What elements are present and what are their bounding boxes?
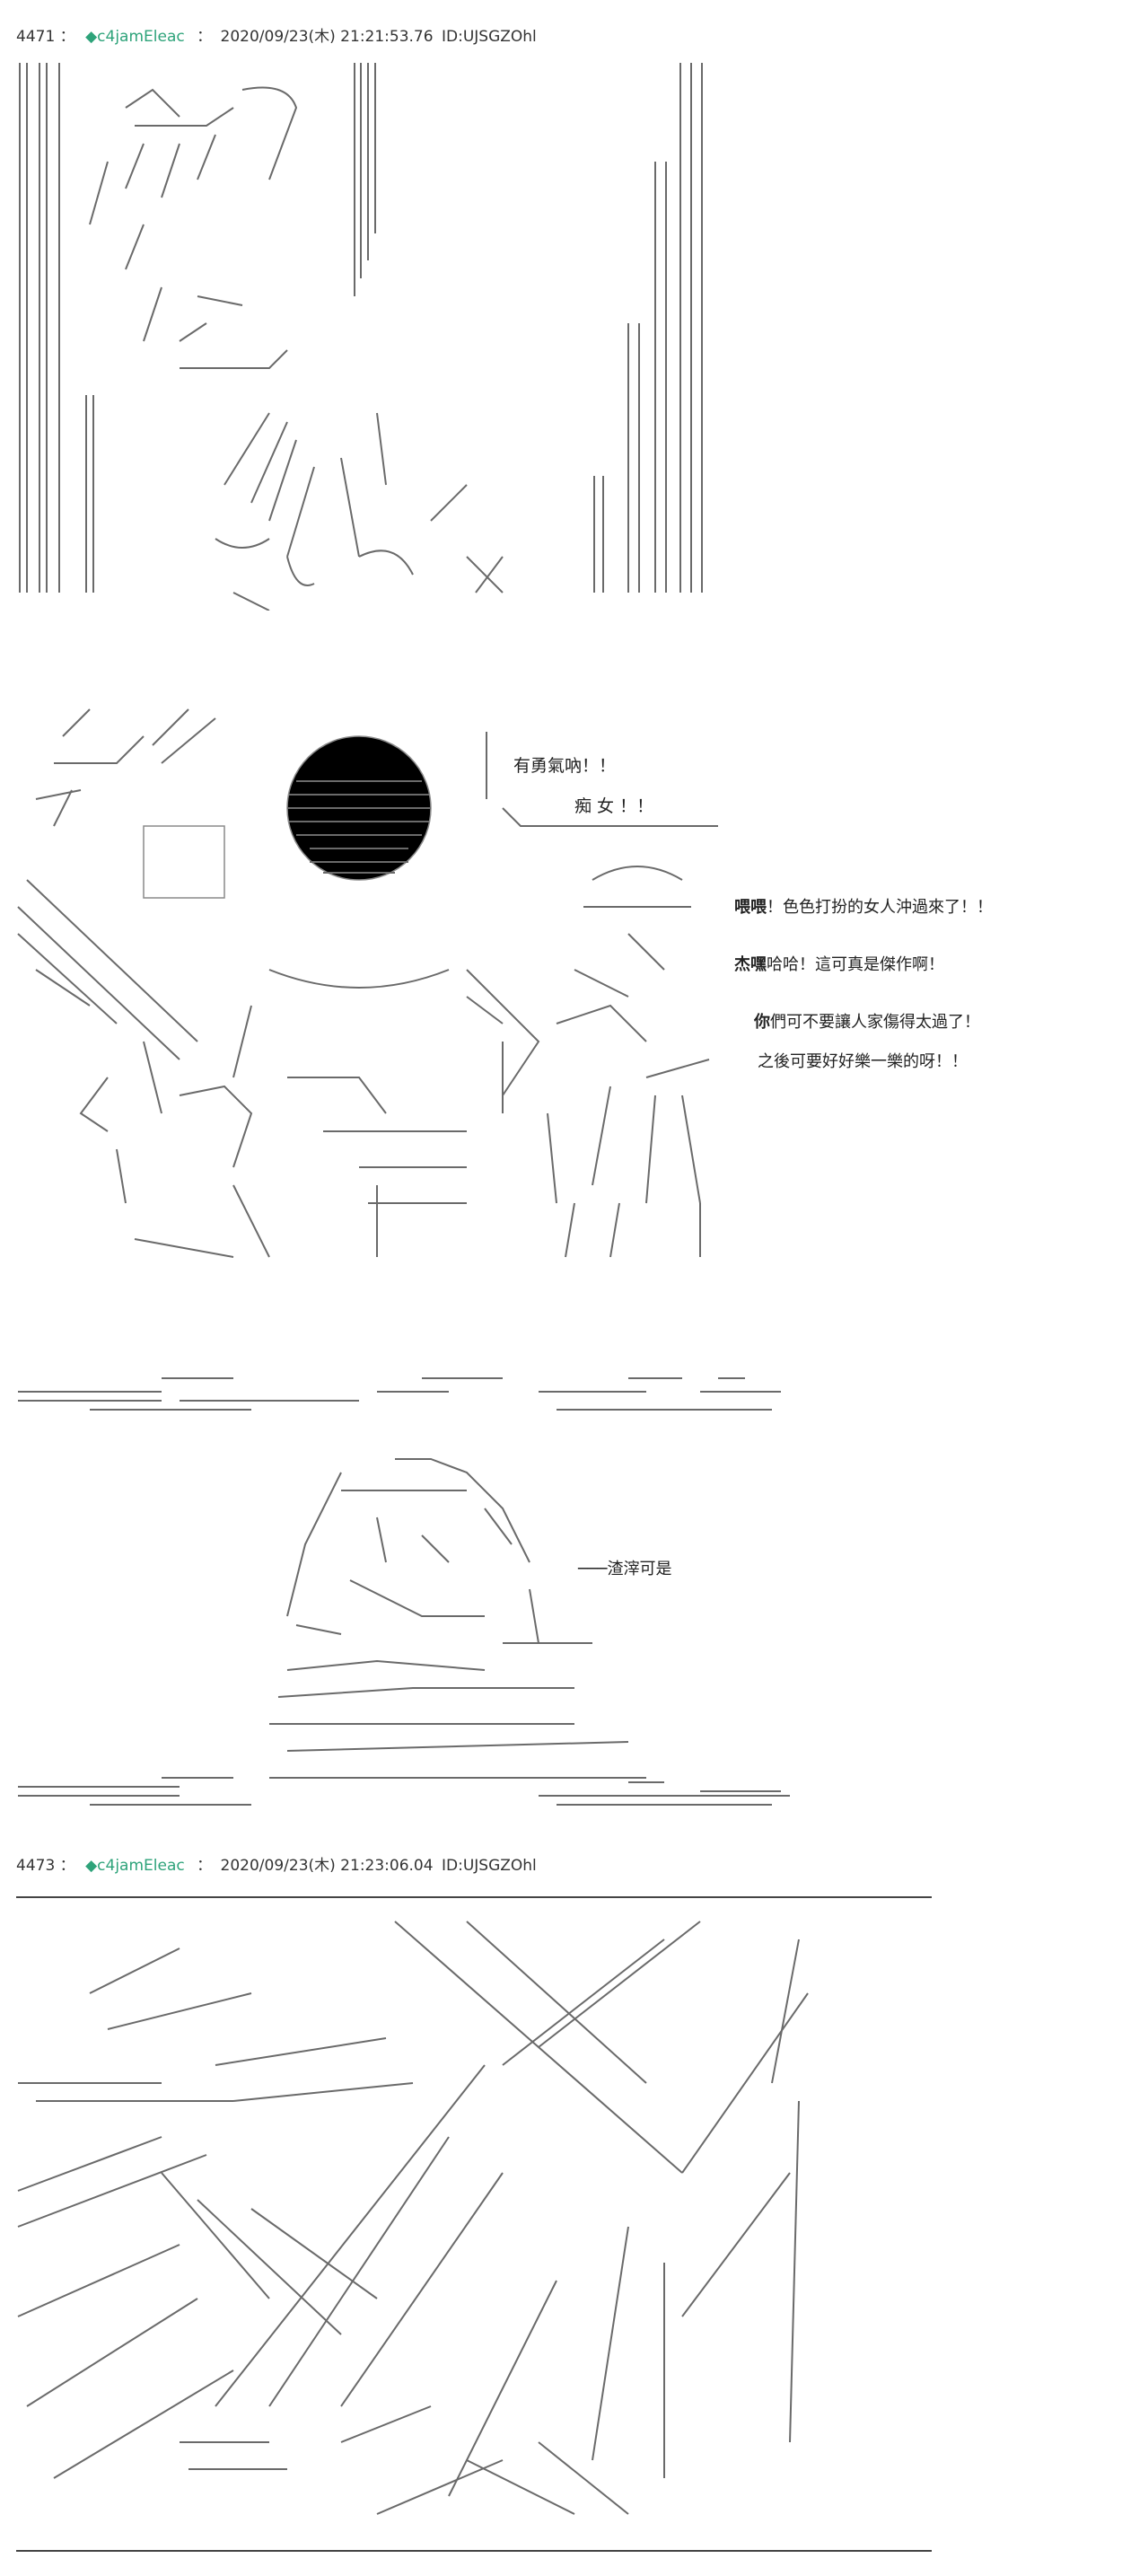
trip-diamond-icon: ◆ bbox=[85, 1857, 98, 1875]
dialogue-line-3: 你們可不要讓人家傷得太過了！ bbox=[754, 1013, 980, 1032]
post-author-link[interactable]: c4jamEleac bbox=[97, 1857, 185, 1875]
bubble-line-1: 有勇氣吶！！ bbox=[513, 756, 617, 776]
ascii-art-panel-2 bbox=[17, 708, 718, 1258]
post-datetime: 2020/09/23(木) 21:21:53.76 bbox=[220, 28, 434, 46]
divider-lines-1 bbox=[18, 1377, 781, 1411]
ascii-art-panel-3 bbox=[18, 1458, 790, 1806]
post-id: ID:UJSGZOhl bbox=[441, 28, 537, 46]
post-number: 4473 bbox=[16, 1857, 56, 1875]
post-separator: ： bbox=[197, 1857, 213, 1875]
post-datetime: 2020/09/23(木) 21:23:06.04 bbox=[220, 1857, 434, 1875]
post-separator: ： bbox=[59, 1857, 75, 1875]
post-header-1: 4471 ： ◆c4jamEleac ： 2020/09/23(木) 21:21… bbox=[16, 23, 537, 46]
dialogue-line-2: 杰嘿哈哈！這可真是傑作啊！ bbox=[734, 955, 944, 974]
ascii-art-panel-1 bbox=[19, 63, 703, 611]
bubble-line-2: 痴 女 ！！ bbox=[574, 796, 654, 816]
post-id: ID:UJSGZOhl bbox=[441, 1857, 537, 1875]
post-separator: ： bbox=[59, 28, 75, 46]
dialogue-line-4: 之後可要好好樂一樂的呀！！ bbox=[758, 1052, 968, 1071]
post-separator: ： bbox=[197, 28, 213, 46]
ascii-art-panel-4 bbox=[17, 1921, 809, 2515]
speech-text: ───渣滓可是 bbox=[578, 1560, 672, 1578]
trip-diamond-icon: ◆ bbox=[85, 28, 98, 46]
dialogue-line-1: 喂喂！色色打扮的女人沖過來了！！ bbox=[734, 898, 993, 917]
post-author-link[interactable]: c4jamEleac bbox=[97, 28, 185, 46]
post-header-2: 4473 ： ◆c4jamEleac ： 2020/09/23(木) 21:23… bbox=[16, 1852, 537, 1875]
top-rule bbox=[16, 1896, 932, 1898]
post-number: 4471 bbox=[16, 28, 56, 46]
bottom-rule bbox=[16, 2550, 932, 2552]
